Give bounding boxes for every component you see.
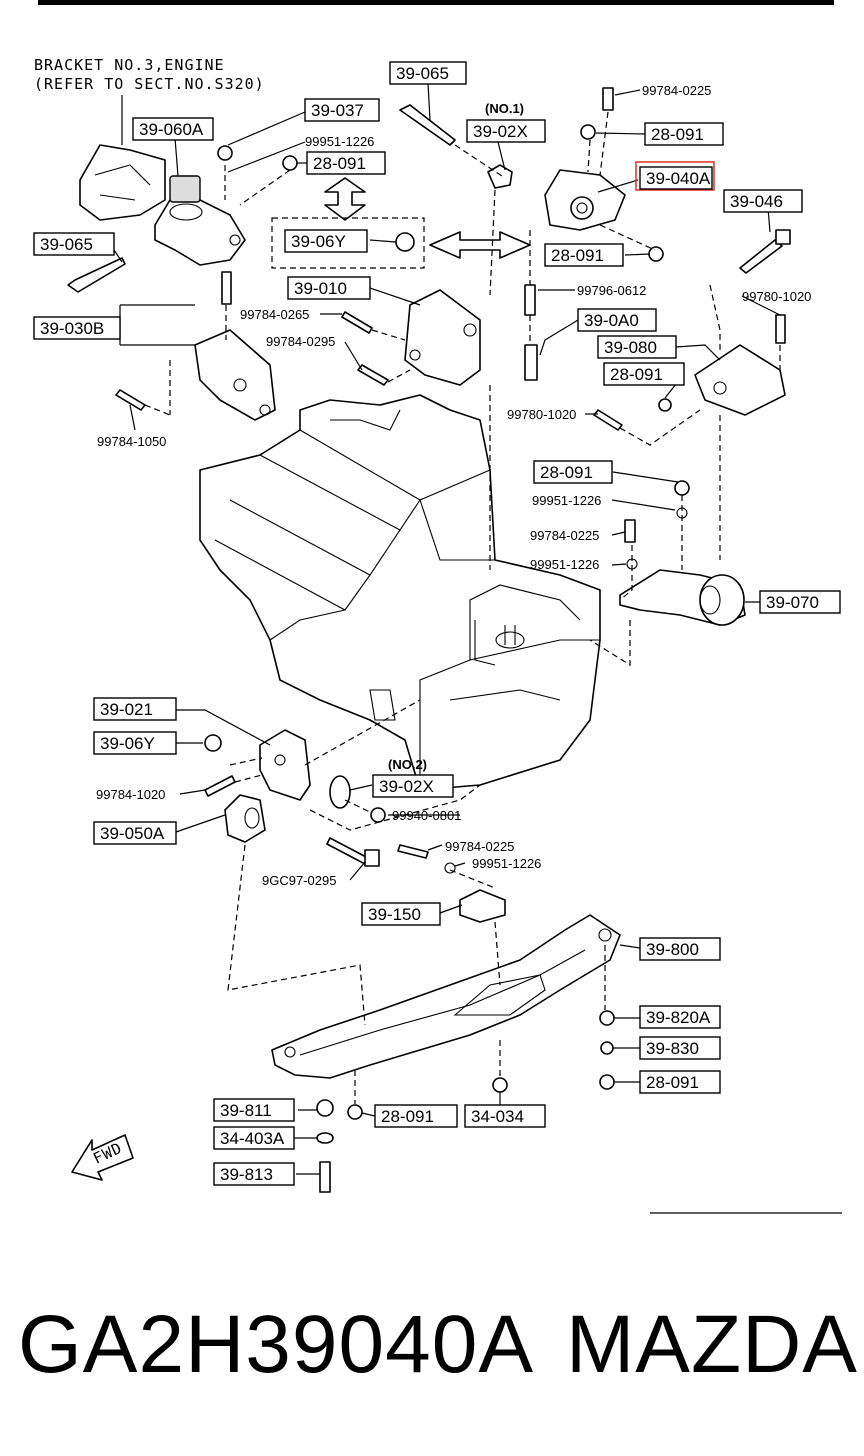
label-39-813[interactable]: 39-813 xyxy=(213,1162,295,1186)
callout-labels: 39-065 39-02X 28-091 39-040A 39-046 39-0… xyxy=(33,61,841,1186)
svg-text:28-091: 28-091 xyxy=(610,365,663,384)
svg-text:39-060A: 39-060A xyxy=(139,120,204,139)
pn-99784-1020: 99784-1020 xyxy=(96,787,165,802)
footer-part-number: GA2H39040A xyxy=(18,1299,535,1390)
label-39-021[interactable]: 39-021 xyxy=(93,697,177,721)
label-39-030b[interactable]: 39-030B xyxy=(33,316,121,340)
svg-text:39-080: 39-080 xyxy=(604,338,657,357)
label-39-065-left[interactable]: 39-065 xyxy=(33,232,115,256)
note-line-1: BRACKET NO.3,ENGINE xyxy=(34,56,225,74)
pn-99784-0225-c: 99784-0225 xyxy=(445,839,514,854)
pn-99784-1050: 99784-1050 xyxy=(97,434,166,449)
pn-99796-0612: 99796-0612 xyxy=(577,283,646,298)
svg-text:39-811: 39-811 xyxy=(220,1101,272,1120)
label-39-037[interactable]: 39-037 xyxy=(304,98,380,122)
sub-label-no2: (NO.2) xyxy=(388,757,427,772)
label-28-091-g[interactable]: 28-091 xyxy=(374,1104,458,1128)
pn-99780-1020-a: 99780-1020 xyxy=(742,289,811,304)
svg-text:39-06Y: 39-06Y xyxy=(291,232,346,251)
svg-text:39-021: 39-021 xyxy=(100,700,153,719)
svg-text:28-091: 28-091 xyxy=(651,125,704,144)
leader-lines xyxy=(113,82,842,1214)
svg-text:39-830: 39-830 xyxy=(646,1039,699,1058)
footer-brand: MAZDA xyxy=(566,1299,858,1390)
label-39-060a[interactable]: 39-060A xyxy=(132,117,214,141)
svg-text:39-06Y: 39-06Y xyxy=(100,734,155,753)
svg-text:39-046: 39-046 xyxy=(730,192,783,211)
pn-99940-0801: 99940-0801 xyxy=(392,808,461,823)
label-39-046[interactable]: 39-046 xyxy=(723,189,803,213)
svg-text:28-091: 28-091 xyxy=(646,1073,699,1092)
pn-99784-0295: 99784-0295 xyxy=(266,334,335,349)
label-39-150[interactable]: 39-150 xyxy=(361,902,441,926)
engine-block-drawing xyxy=(199,394,601,791)
svg-text:39-02X: 39-02X xyxy=(473,122,528,141)
svg-text:39-010: 39-010 xyxy=(294,279,347,298)
label-39-811[interactable]: 39-811 xyxy=(213,1098,295,1122)
label-39-800[interactable]: 39-800 xyxy=(639,937,721,961)
part-shapes: FWD xyxy=(67,87,791,1193)
svg-text:28-091: 28-091 xyxy=(551,246,604,265)
svg-text:39-065: 39-065 xyxy=(396,64,449,83)
label-39-820a[interactable]: 39-820A xyxy=(639,1005,721,1029)
pn-99780-1020-b: 99780-1020 xyxy=(507,407,576,422)
label-39-080[interactable]: 39-080 xyxy=(597,335,677,359)
pn-99784-0265: 99784-0265 xyxy=(240,307,309,322)
label-39-050a[interactable]: 39-050A xyxy=(93,821,177,845)
svg-text:39-02X: 39-02X xyxy=(379,777,434,796)
pn-99951-1226-c: 99951-1226 xyxy=(530,557,599,572)
pn-99951-1226-d: 99951-1226 xyxy=(472,856,541,871)
label-39-02x-no2[interactable]: 39-02X xyxy=(372,774,454,798)
label-28-091-e[interactable]: 28-091 xyxy=(533,460,613,484)
svg-text:39-070: 39-070 xyxy=(766,593,819,612)
label-28-091-b[interactable]: 28-091 xyxy=(306,151,386,175)
svg-text:28-091: 28-091 xyxy=(381,1107,434,1126)
label-34-034[interactable]: 34-034 xyxy=(464,1104,546,1128)
label-39-830[interactable]: 39-830 xyxy=(639,1036,721,1060)
svg-text:28-091: 28-091 xyxy=(540,463,593,482)
label-28-091-top[interactable]: 28-091 xyxy=(644,122,724,146)
label-39-040a-highlight[interactable]: 39-040A xyxy=(635,161,715,191)
label-28-091-c[interactable]: 28-091 xyxy=(544,243,624,267)
svg-text:39-820A: 39-820A xyxy=(646,1008,711,1027)
label-28-091-d[interactable]: 28-091 xyxy=(603,362,685,386)
label-39-06y-top[interactable]: 39-06Y xyxy=(284,229,368,253)
svg-text:28-091: 28-091 xyxy=(313,154,366,173)
pn-99951-1226-b: 99951-1226 xyxy=(532,493,601,508)
svg-text:39-0A0: 39-0A0 xyxy=(584,311,639,330)
svg-text:39-800: 39-800 xyxy=(646,940,699,959)
note-line-2: (REFER TO SECT.NO.S320) xyxy=(34,75,265,93)
label-28-091-f[interactable]: 28-091 xyxy=(639,1070,721,1094)
label-39-0a0[interactable]: 39-0A0 xyxy=(577,308,657,332)
parts-diagram: FWD xyxy=(33,0,842,1214)
svg-text:39-030B: 39-030B xyxy=(40,319,104,338)
svg-text:39-065: 39-065 xyxy=(40,235,93,254)
svg-text:39-813: 39-813 xyxy=(220,1165,273,1184)
assembly-lines xyxy=(144,111,781,1104)
svg-text:39-037: 39-037 xyxy=(311,101,364,120)
label-39-065-top[interactable]: 39-065 xyxy=(389,61,467,85)
label-39-06y-bottom[interactable]: 39-06Y xyxy=(93,731,177,755)
label-34-403a[interactable]: 34-403A xyxy=(213,1126,295,1150)
label-39-010[interactable]: 39-010 xyxy=(287,276,371,300)
pn-99951-1226-a: 99951-1226 xyxy=(305,134,374,149)
top-border xyxy=(38,0,834,5)
part-number-texts: 99784-0225 99951-1226 99796-0612 99780-1… xyxy=(96,83,811,888)
sub-label-no1: (NO.1) xyxy=(485,101,524,116)
svg-text:39-050A: 39-050A xyxy=(100,824,165,843)
footer: GA2H39040A MAZDA xyxy=(0,1290,864,1410)
svg-text:34-034: 34-034 xyxy=(471,1107,524,1126)
svg-text:39-040A: 39-040A xyxy=(646,169,711,188)
svg-text:34-403A: 34-403A xyxy=(220,1129,285,1148)
pn-99784-0225-a: 99784-0225 xyxy=(642,83,711,98)
svg-text:39-150: 39-150 xyxy=(368,905,421,924)
pn-9gc97-0295: 9GC97-0295 xyxy=(262,873,336,888)
pn-99784-0225-b: 99784-0225 xyxy=(530,528,599,543)
label-39-070[interactable]: 39-070 xyxy=(759,590,841,614)
label-39-02x-no1[interactable]: 39-02X xyxy=(466,119,546,143)
